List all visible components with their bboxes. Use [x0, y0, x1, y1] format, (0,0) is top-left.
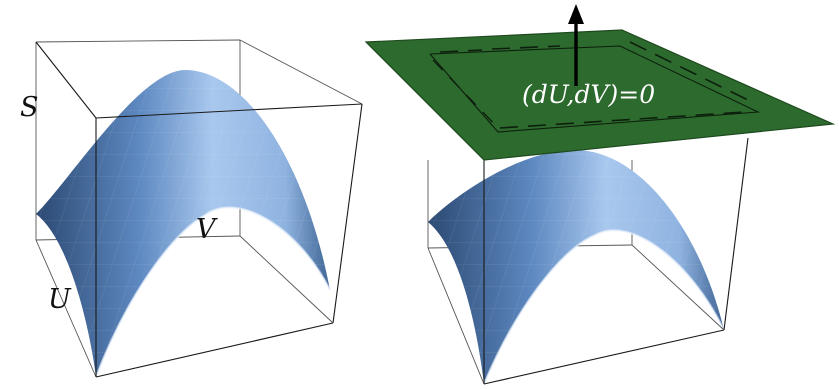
right-surface — [428, 150, 725, 385]
left-cube-front-edges — [35, 41, 363, 378]
tangent-plane — [364, 29, 836, 161]
normal-vector-arrow — [568, 4, 584, 86]
right-panel: (dU,dV)=0 — [364, 4, 836, 385]
left-panel: S U V — [20, 39, 363, 378]
plane-label: (dU,dV)=0 — [522, 80, 655, 109]
axis-label-u: U — [48, 284, 72, 315]
axis-label-s: S — [20, 92, 39, 123]
right-cube-front-edges — [483, 137, 749, 385]
left-surface — [36, 70, 331, 378]
axis-label-v: V — [196, 214, 218, 245]
